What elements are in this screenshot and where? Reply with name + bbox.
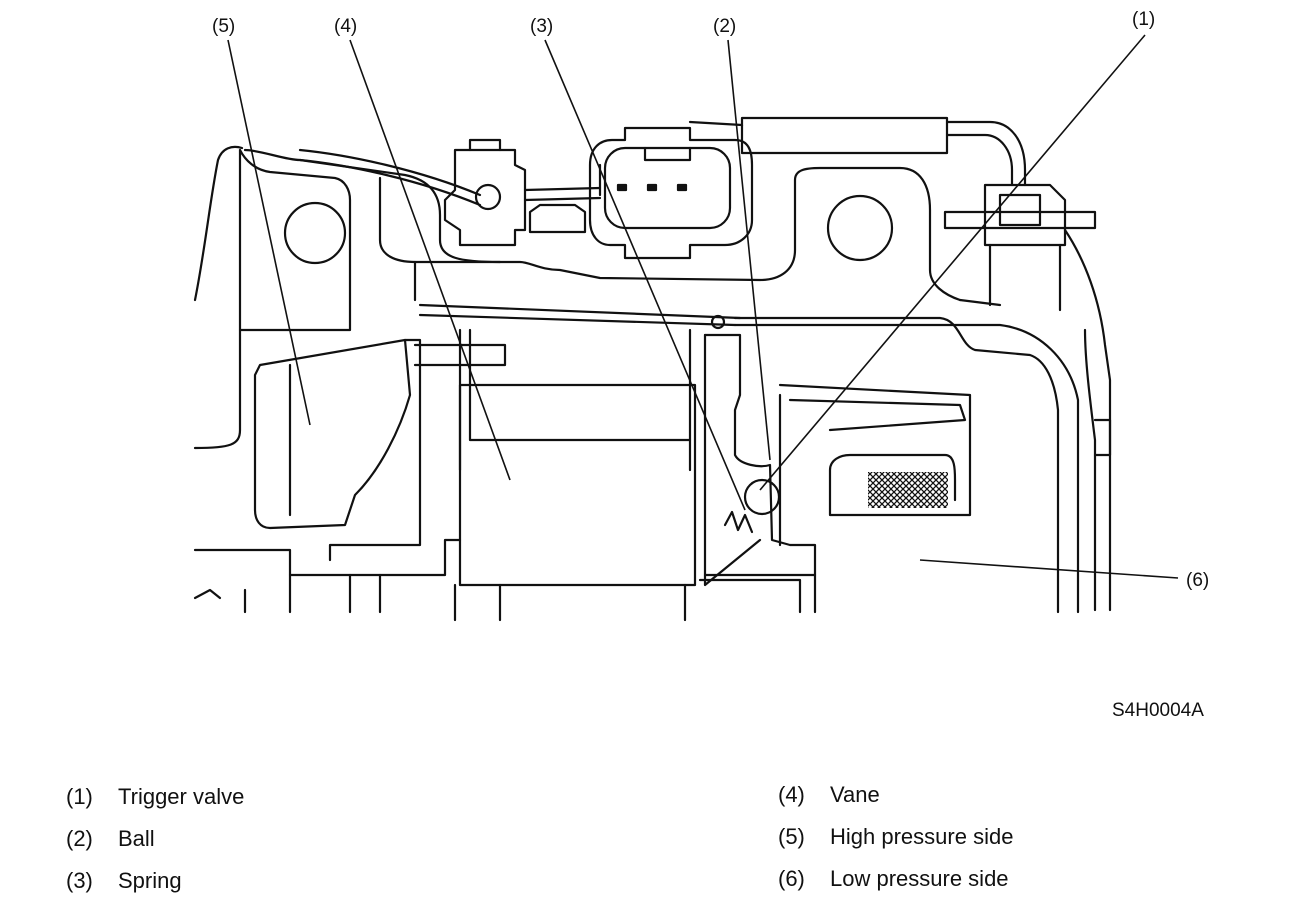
port-left	[283, 201, 347, 265]
legend-num: (6)	[778, 866, 805, 891]
callout-2: (2)	[713, 16, 737, 37]
leader-1	[759, 34, 1146, 491]
ball	[743, 478, 781, 516]
legend-item: (6) Low pressure side	[778, 866, 1009, 892]
legend-num: (1)	[66, 784, 93, 809]
leader-5	[227, 39, 311, 426]
leader-6	[919, 559, 1179, 579]
connector-mid	[528, 203, 587, 234]
legend-item: (5) High pressure side	[778, 824, 1013, 850]
vane-block	[458, 383, 697, 587]
leader-2	[727, 39, 771, 461]
callout-6: (6)	[1186, 570, 1210, 591]
valve-channel	[703, 333, 817, 614]
legend-item: (4) Vane	[778, 782, 880, 808]
legend-label: Trigger valve	[118, 784, 245, 809]
legend-label: High pressure side	[830, 824, 1014, 849]
callout-1: (1)	[1132, 9, 1156, 30]
connector-left	[443, 148, 527, 247]
legend-label: Vane	[830, 782, 880, 807]
legend-label: Spring	[118, 868, 182, 893]
pipe-segment	[740, 116, 949, 155]
legend-num: (5)	[778, 824, 805, 849]
low-pressure-passage	[778, 383, 972, 517]
port-right	[826, 194, 894, 262]
legend-item: (1) Trigger valve	[66, 784, 244, 810]
legend-item: (3) Spring	[66, 868, 182, 894]
housing-right	[1063, 228, 1112, 612]
housing-left-edge	[193, 145, 244, 302]
legend-label: Low pressure side	[830, 866, 1009, 891]
legend-num: (3)	[66, 868, 93, 893]
high-pressure-chamber	[253, 338, 412, 530]
legend-num: (4)	[778, 782, 805, 807]
leader-4	[349, 39, 511, 481]
leader-3	[544, 39, 746, 511]
leader-lines	[227, 34, 1179, 579]
housing-left-edge-inner	[238, 148, 352, 332]
callout-5: (5)	[212, 16, 236, 37]
callout-4: (4)	[334, 16, 358, 37]
trigger-valve-body	[983, 183, 1067, 247]
legend-item: (2) Ball	[66, 826, 155, 852]
base	[193, 538, 462, 577]
figure-id: S4H0004A	[1112, 700, 1204, 721]
callout-3: (3)	[530, 16, 554, 37]
spring	[723, 510, 754, 534]
upper-body	[243, 148, 962, 302]
legend-label: Ball	[118, 826, 155, 851]
legend-num: (2)	[66, 826, 93, 851]
